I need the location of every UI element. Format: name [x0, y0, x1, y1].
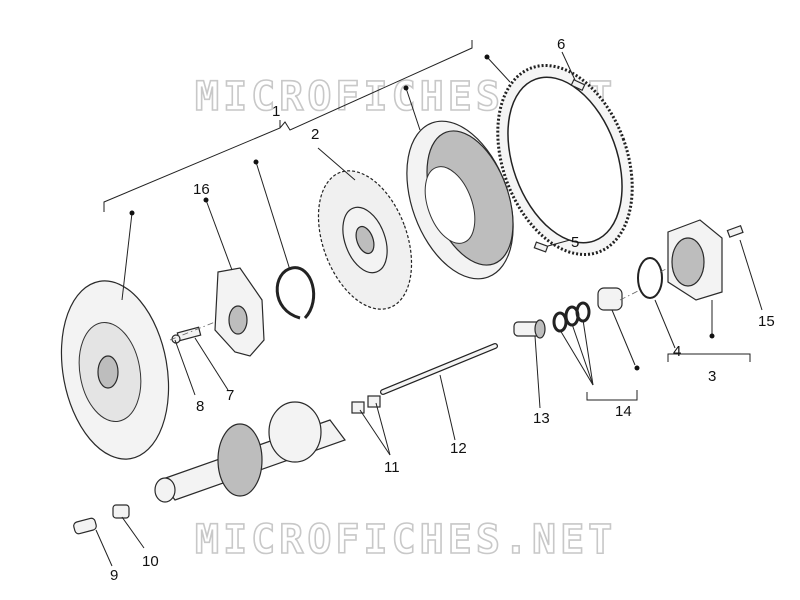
spring-plate-part — [214, 267, 265, 357]
callout-3: 3 — [708, 368, 716, 385]
callout-6: 6 — [557, 36, 565, 53]
pin-9-part — [73, 517, 97, 535]
main-shaft-part — [154, 401, 346, 503]
pressure-plate-part — [406, 120, 514, 280]
screw-15-part — [726, 225, 744, 238]
callout-14: 14 — [615, 403, 632, 420]
release-cylinder-part — [667, 219, 723, 301]
callout-8: 8 — [196, 398, 204, 415]
watermark-bottom: MICROFICHES.NET — [195, 517, 616, 563]
callout-10: 10 — [142, 553, 159, 570]
leader-lines — [95, 51, 763, 567]
callout-9: 9 — [110, 567, 118, 584]
callout-12: 12 — [450, 440, 467, 457]
circlip-part — [275, 266, 316, 320]
callout-16: 16 — [193, 181, 210, 198]
bolt-7-part — [171, 326, 202, 344]
callout-5: 5 — [571, 234, 579, 251]
bushings-11-part — [351, 395, 381, 414]
callout-2: 2 — [311, 126, 319, 143]
callout-13: 13 — [533, 410, 550, 427]
axis-line-right — [619, 289, 641, 301]
sleeve-10-part — [112, 504, 130, 519]
leader-dots — [129, 54, 715, 371]
callout-15: 15 — [758, 313, 775, 330]
screw-6-part — [570, 78, 586, 92]
clutch-disc-part — [317, 170, 413, 310]
group-bracket-1 — [103, 40, 473, 212]
callout-11: 11 — [384, 459, 400, 476]
callout-1: 1 — [272, 103, 280, 120]
flywheel-part — [60, 280, 170, 460]
screw-5-part — [533, 241, 549, 253]
axis-line-right-2 — [659, 267, 669, 273]
callout-7: 7 — [226, 387, 234, 404]
callout-4: 4 — [673, 343, 681, 360]
ring-gear-part — [496, 64, 634, 256]
o-ring-4-part — [637, 257, 663, 299]
seals-14-part — [552, 287, 623, 333]
piston-13-part — [513, 319, 546, 339]
